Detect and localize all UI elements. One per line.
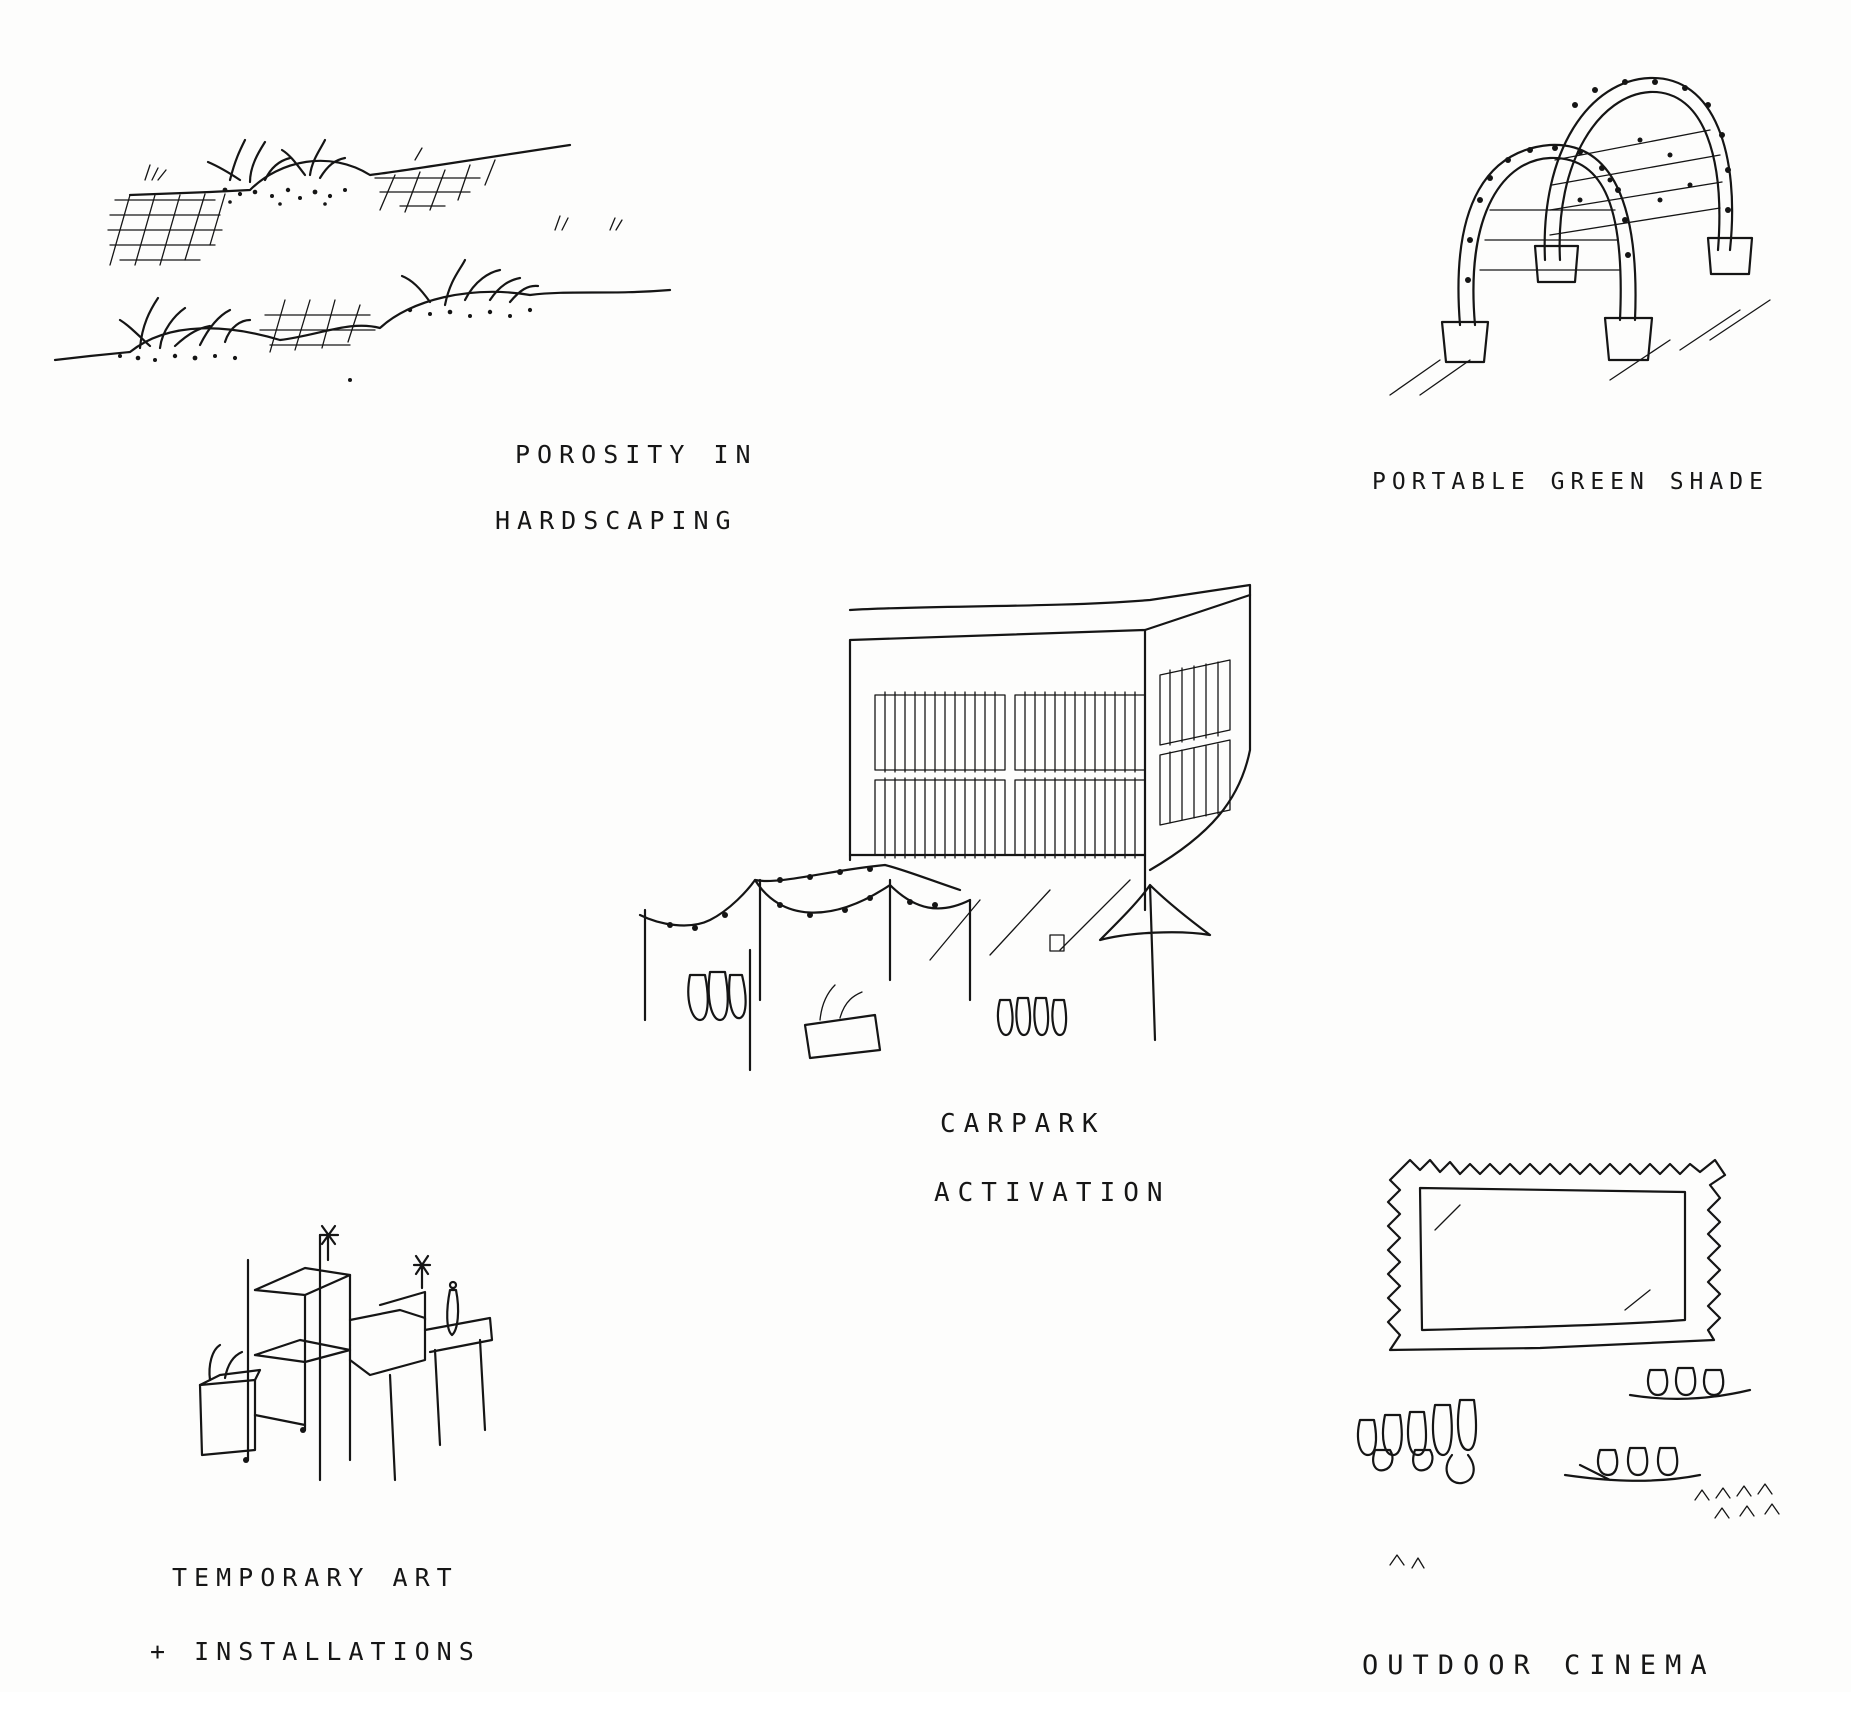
caption-line: ACTIVATION [934,1177,1171,1208]
caption-line: HARDSCAPING [495,506,738,535]
caption-line: OUTDOOR CINEMA [1362,1649,1716,1681]
stacked-boxes-icon [198,1224,494,1482]
art-caption: TEMPORARY ART + INSTALLATIONS [150,1528,481,1701]
caption-line: CARPARK [940,1109,1106,1140]
planted-ground-hatched-paving-icon [53,138,672,382]
porosity-caption: POROSITY IN HARDSCAPING [495,405,758,570]
carpark-sketch [630,580,1270,1072]
porosity-sketch [50,120,730,382]
art-sketch [190,1200,520,1482]
cinema-screen-icon [1356,1158,1780,1569]
carpark-building-icon [638,583,1252,1072]
caption-line: + INSTALLATIONS [150,1637,481,1666]
caption-line: TEMPORARY ART [172,1563,459,1592]
planted-arch-icon [1389,76,1771,396]
caption-line: POROSITY IN [515,440,758,469]
green-shade-sketch [1380,60,1780,400]
cinema-caption: OUTDOOR CINEMA [1362,1612,1716,1719]
cinema-sketch [1340,1150,1810,1580]
caption-line: PORTABLE GREEN SHADE [1372,469,1769,496]
green-shade-caption: PORTABLE GREEN SHADE [1372,437,1769,528]
carpark-caption: CARPARK ACTIVATION [934,1073,1171,1245]
